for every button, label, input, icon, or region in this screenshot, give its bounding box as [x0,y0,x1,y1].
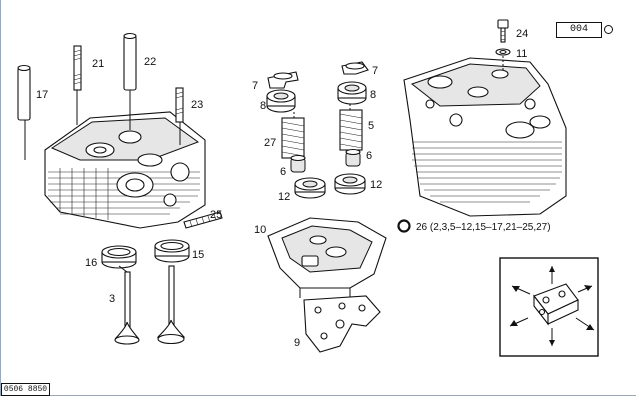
part-15-valve-seat-ring [154,239,190,263]
part-9-gasket [303,295,381,353]
part-5-spring-right [339,109,363,151]
callout-3: 3 [109,293,115,305]
part-3-valve [114,265,140,345]
frame-edge-left [0,0,1,396]
part-17-guide-tube [17,64,31,121]
part-7-clip-right [341,61,369,75]
part-12-washer-left [294,177,326,199]
cylinder-head-left [24,88,206,229]
part-7-clip-left [267,71,299,89]
callout-7-left: 7 [252,80,258,92]
callout-24: 24 [516,28,528,40]
drawing-code: 0506 8850 [1,383,50,396]
callout-27: 27 [264,137,276,149]
part-22-sleeve [123,32,137,91]
part-10-rocker-cover [267,217,387,298]
part-valve-right [156,265,186,345]
callout-22: 22 [144,56,156,68]
part-27-spring-left [281,117,305,159]
part-8-spring-cap-right [337,81,367,105]
callout-8-left: 8 [260,100,266,112]
callout-6-right: 6 [366,150,372,162]
kit-note: 26 (2,3,5–12,15–17,21–25,27) [416,222,551,233]
part-12-washer-right [334,173,366,195]
part-11-washer [495,48,511,56]
part-6-seal-right [345,148,361,167]
callout-25: 25 [210,209,222,221]
part-16-valve-seat-ring [101,245,137,269]
part-21-stud [73,45,82,91]
callout-8-right: 8 [370,89,376,101]
part-24-bolt [497,19,509,43]
cylinder-head-right [403,57,567,217]
ring-icon [397,219,411,233]
part-6-seal-left [290,154,306,173]
callout-21: 21 [92,58,104,70]
callout-9: 9 [294,337,300,349]
callout-23: 23 [191,99,203,111]
callout-15: 15 [192,249,204,261]
callout-12-left: 12 [278,191,290,203]
callout-7-right: 7 [372,65,378,77]
frame-edge-bottom [0,395,636,396]
page-number-box: 004 [556,22,602,38]
part-8-spring-cap-left [266,89,296,113]
page-ring-icon [604,25,613,34]
part-23-stud [175,87,184,123]
callout-11: 11 [516,48,527,60]
callout-17: 17 [36,89,48,101]
callout-6-left: 6 [280,166,286,178]
callout-12-right: 12 [370,179,382,191]
torque-direction-diagram [499,257,599,357]
callout-16: 16 [85,257,97,269]
part-25-threaded-pin [183,211,223,229]
callout-10: 10 [254,224,266,236]
callout-5: 5 [368,120,374,132]
